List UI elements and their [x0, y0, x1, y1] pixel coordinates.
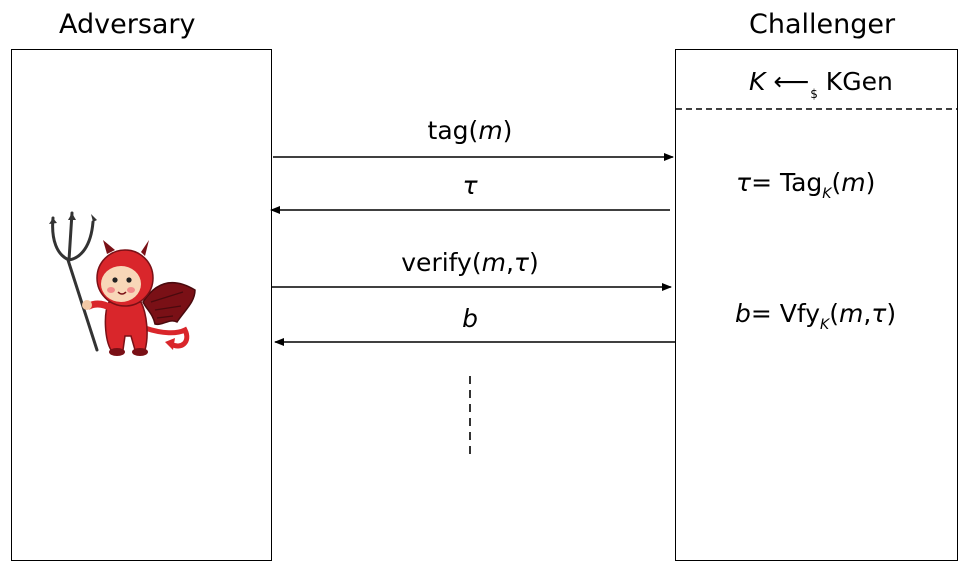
tag-query-label: tag(m): [427, 116, 513, 145]
verify-computation: b= VfyK(m,τ): [735, 299, 897, 334]
b-response-label: b: [462, 304, 478, 333]
keygen-step: K ⟵$ KGen: [749, 67, 893, 102]
adversary-box: [11, 49, 272, 561]
verify-query-label: verify(m,τ): [401, 248, 539, 277]
tau-response-label: τ: [462, 171, 478, 200]
adversary-title: Adversary: [59, 9, 196, 40]
tag-computation: τ= TagK(m): [736, 168, 876, 203]
challenger-box: [675, 49, 958, 561]
devil-icon: [49, 211, 196, 356]
challenger-title: Challenger: [749, 9, 896, 40]
